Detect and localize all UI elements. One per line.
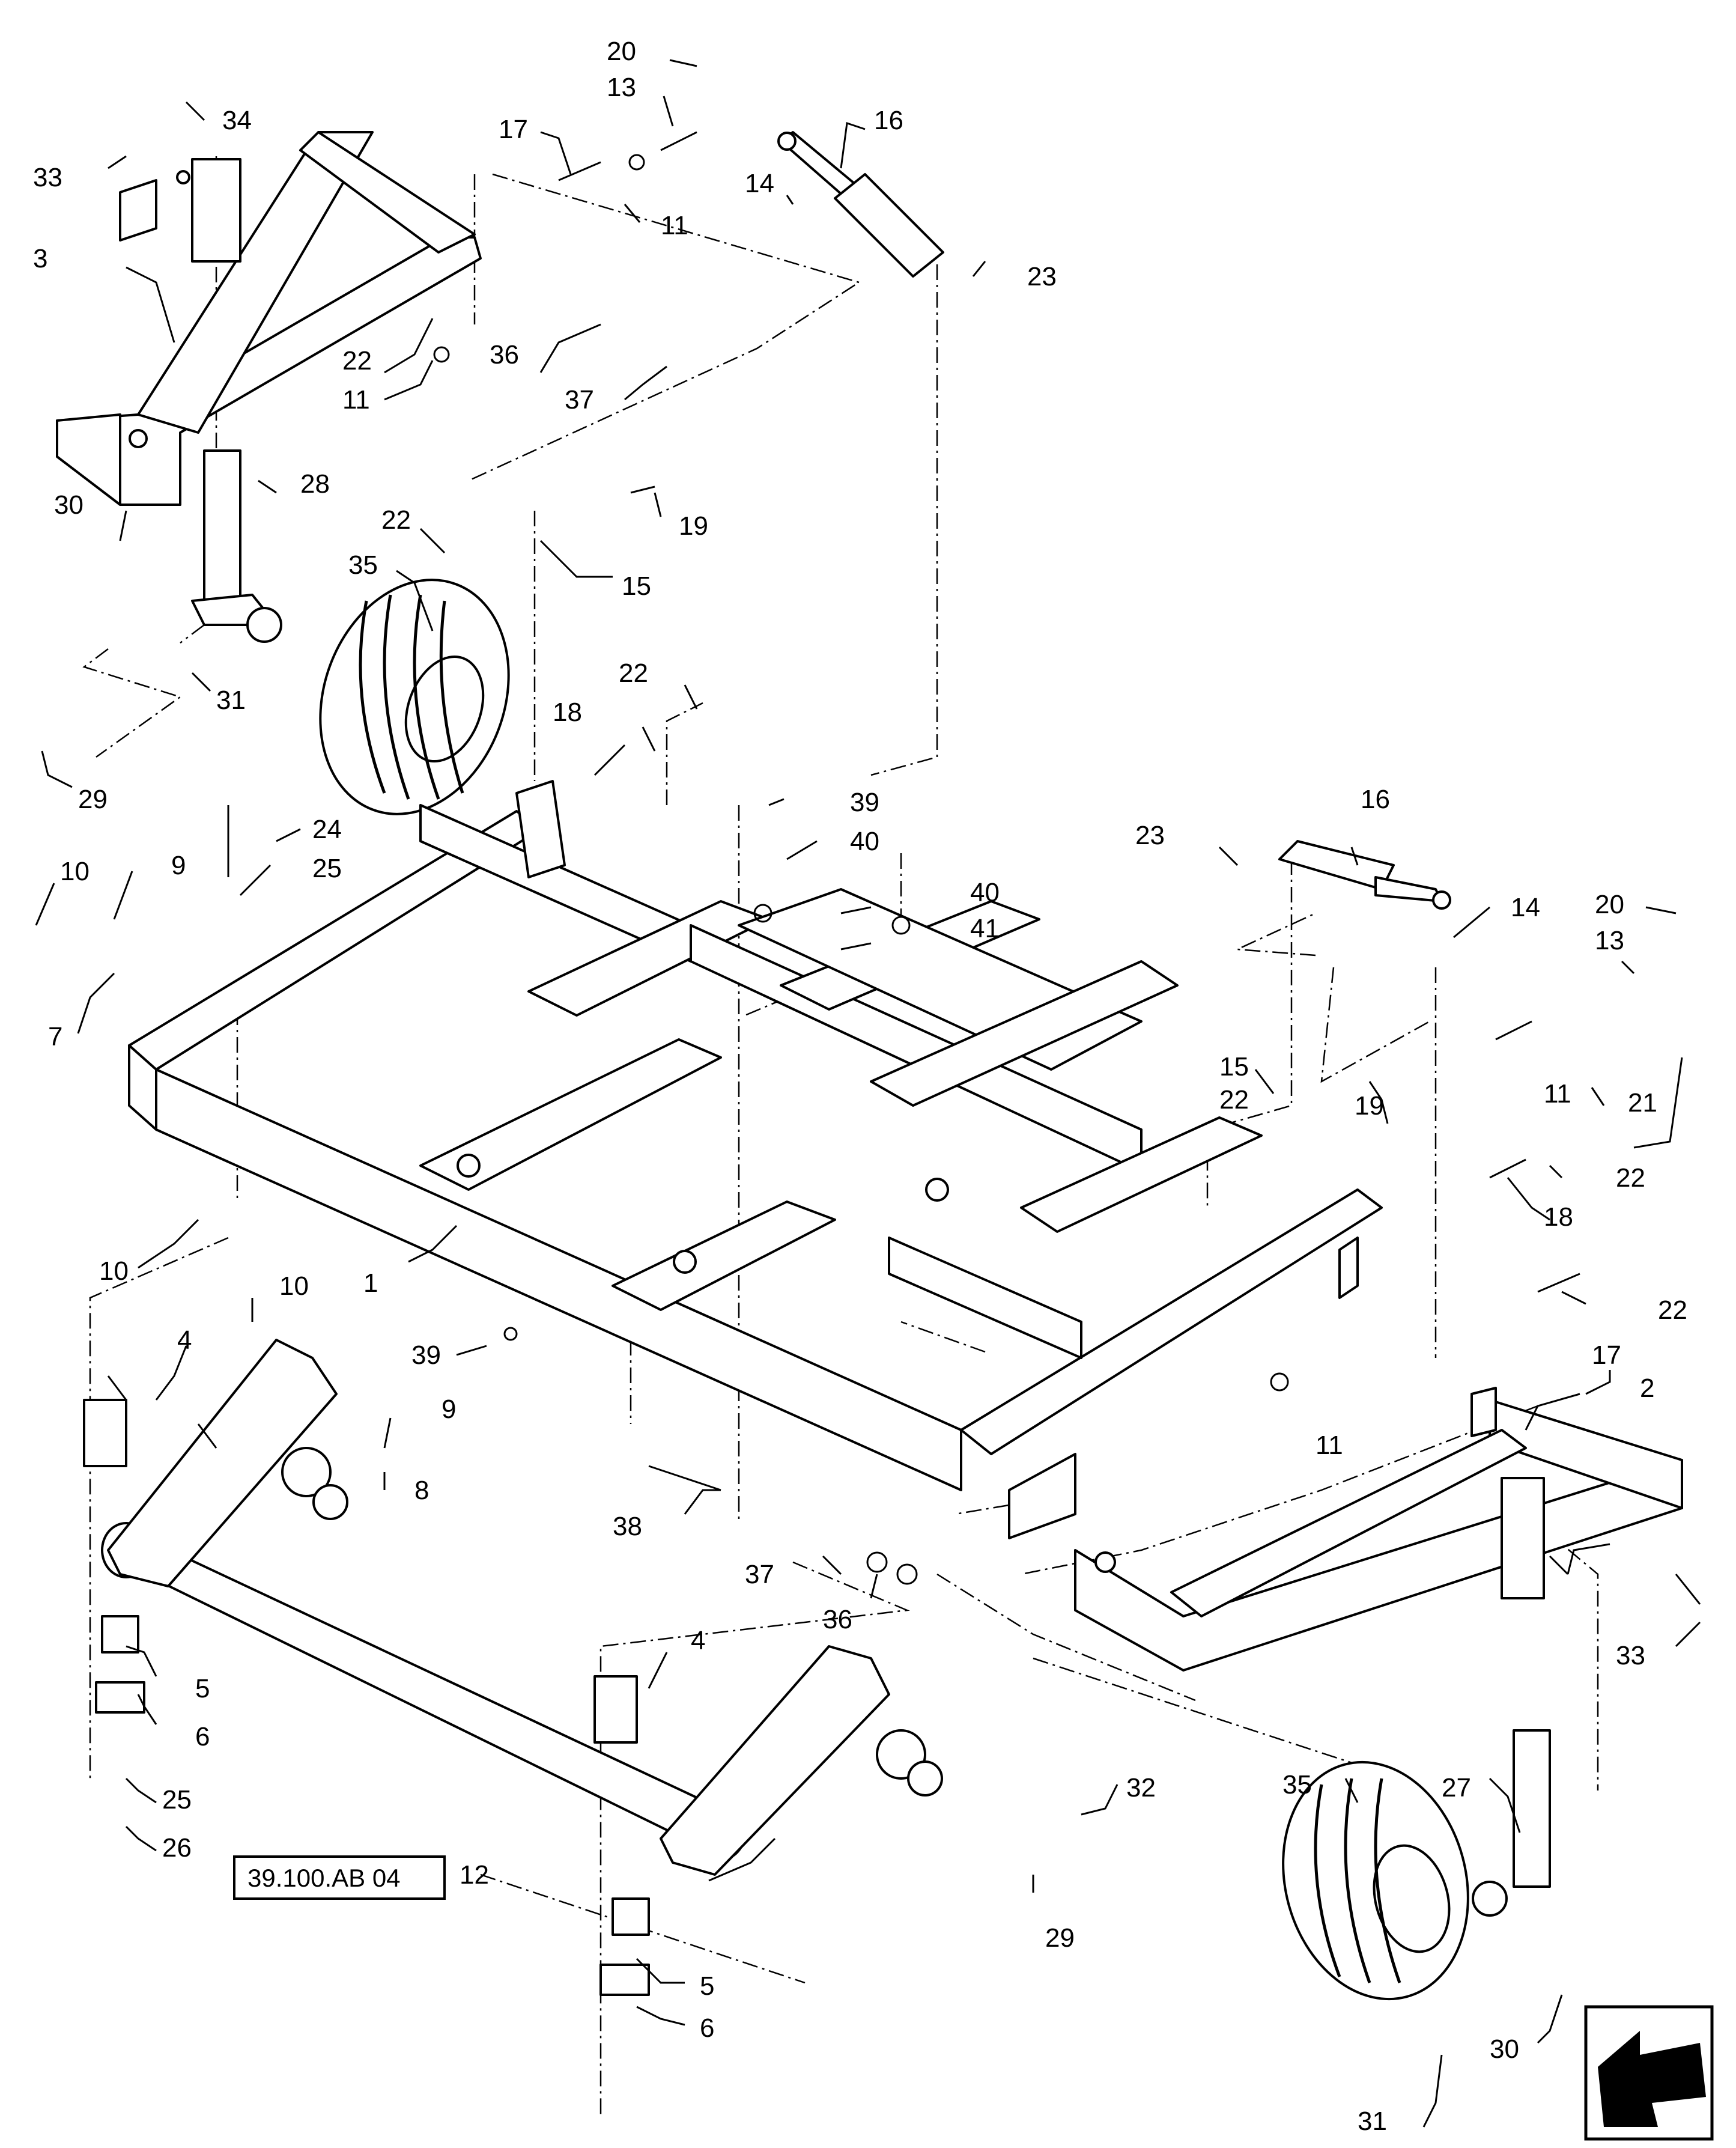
callout-12: 12 <box>460 1860 489 1890</box>
callout-4-left: 4 <box>177 1325 192 1355</box>
callout-5-left: 5 <box>195 1674 210 1703</box>
callout-10-mid: 10 <box>99 1256 129 1286</box>
callout-36-top: 36 <box>490 340 519 370</box>
callout-40-mid: 40 <box>970 878 1000 907</box>
callout-36-low: 36 <box>823 1605 852 1634</box>
callout-31-low: 31 <box>1358 2107 1387 2136</box>
callout-39-top: 39 <box>850 788 879 817</box>
callout-22-top: 22 <box>342 346 372 376</box>
callout-31-top: 31 <box>216 686 246 715</box>
callout-4-right: 4 <box>691 1626 705 1655</box>
callout-11-top: 11 <box>661 211 688 240</box>
callout-28: 28 <box>300 469 330 499</box>
callout-11-mid: 11 <box>342 385 370 415</box>
callout-17-right: 17 <box>1592 1340 1621 1370</box>
callout-24: 24 <box>312 815 342 844</box>
callout-23-right: 23 <box>1135 821 1165 850</box>
callout-27: 27 <box>1442 1773 1471 1803</box>
hydraulic-cylinder-16-top <box>777 131 944 278</box>
hardware-pins <box>107 131 1701 1605</box>
callout-37-low: 37 <box>745 1560 774 1589</box>
callout-22-right-b: 22 <box>1616 1163 1645 1193</box>
callout-10-left: 10 <box>60 857 90 886</box>
callout-20-right: 20 <box>1595 890 1624 919</box>
callout-5-right: 5 <box>700 1971 714 2001</box>
callout-21: 21 <box>1628 1088 1657 1118</box>
callout-16-top: 16 <box>874 106 903 135</box>
callout-9-left: 9 <box>171 851 186 880</box>
callout-19-top: 19 <box>679 511 708 541</box>
hitch-frame-2 <box>1074 1387 1683 1672</box>
wheel-35-bottom <box>1282 1760 1469 2001</box>
callout-13-right: 13 <box>1595 926 1624 955</box>
callout-17-top: 17 <box>499 115 528 144</box>
callout-11-right: 11 <box>1544 1079 1571 1109</box>
callout-22-right-c: 22 <box>1658 1295 1687 1325</box>
reference-tag-text: 39.100.AB 04 <box>247 1864 401 1892</box>
callout-3: 3 <box>33 244 47 273</box>
callout-35-top: 35 <box>348 550 378 580</box>
callout-34: 34 <box>222 106 252 135</box>
callout-35-low: 35 <box>1282 1770 1312 1800</box>
callout-15-top: 15 <box>622 571 651 601</box>
callout-7: 7 <box>48 1022 62 1051</box>
bushings <box>83 1399 650 1996</box>
callout-25-low: 25 <box>162 1785 192 1815</box>
callout-20-top: 20 <box>607 37 636 66</box>
callout-37-top: 37 <box>565 385 594 415</box>
callout-23-top: 23 <box>1027 262 1057 291</box>
callout-labels: 20 13 34 16 17 33 14 11 3 23 22 36 11 37… <box>33 37 1687 2136</box>
callout-10-low: 10 <box>279 1271 309 1301</box>
callout-18-top: 18 <box>553 698 582 727</box>
wheel-35-top <box>319 579 510 815</box>
main-frame-1 <box>128 780 1383 1539</box>
callout-32: 32 <box>1126 1773 1156 1803</box>
callout-leaders <box>35 59 1701 2128</box>
callout-6-left: 6 <box>195 1722 210 1751</box>
callout-26: 26 <box>162 1833 192 1863</box>
walking-arm-left <box>107 1339 348 1587</box>
callout-15-right: 15 <box>1219 1052 1249 1082</box>
callout-14-top: 14 <box>745 169 774 198</box>
callout-11-low: 11 <box>1316 1431 1343 1460</box>
callout-33-top: 33 <box>33 163 62 192</box>
jack-stand-28 <box>191 449 282 643</box>
callout-8: 8 <box>414 1476 429 1505</box>
callout-1: 1 <box>363 1268 378 1298</box>
callout-29-low: 29 <box>1045 1923 1075 1953</box>
callout-38: 38 <box>613 1512 642 1541</box>
callout-6-right: 6 <box>700 2013 714 2043</box>
hydraulic-cylinder-16-right <box>1278 840 1451 910</box>
callout-14-right: 14 <box>1511 893 1540 922</box>
callout-22-right-a: 22 <box>1219 1085 1249 1115</box>
callout-39-mid: 39 <box>411 1340 441 1370</box>
callout-13-top: 13 <box>607 73 636 102</box>
hitch-frame-3 <box>56 131 482 506</box>
callout-40-top: 40 <box>850 827 879 856</box>
callout-19-right: 19 <box>1355 1091 1384 1121</box>
callout-25-top: 25 <box>312 854 342 883</box>
callout-30-top: 30 <box>54 490 83 520</box>
callout-41: 41 <box>970 914 1000 943</box>
callout-29-top: 29 <box>78 785 108 814</box>
callout-18-right: 18 <box>1544 1202 1573 1232</box>
jack-stand-27 <box>1472 1729 1551 1917</box>
callout-33-right: 33 <box>1616 1641 1645 1670</box>
callout-22-wheel: 22 <box>619 659 648 688</box>
walking-arm-right <box>660 1645 943 1876</box>
previous-page-arrow-icon[interactable] <box>1584 2005 1714 2141</box>
callout-22-mid: 22 <box>381 505 411 535</box>
callout-30-low: 30 <box>1490 2034 1519 2064</box>
callout-9-low: 9 <box>442 1395 456 1424</box>
reference-tag: 39.100.AB 04 <box>233 1855 446 1900</box>
callout-2: 2 <box>1640 1374 1654 1403</box>
callout-16-right: 16 <box>1361 785 1390 814</box>
